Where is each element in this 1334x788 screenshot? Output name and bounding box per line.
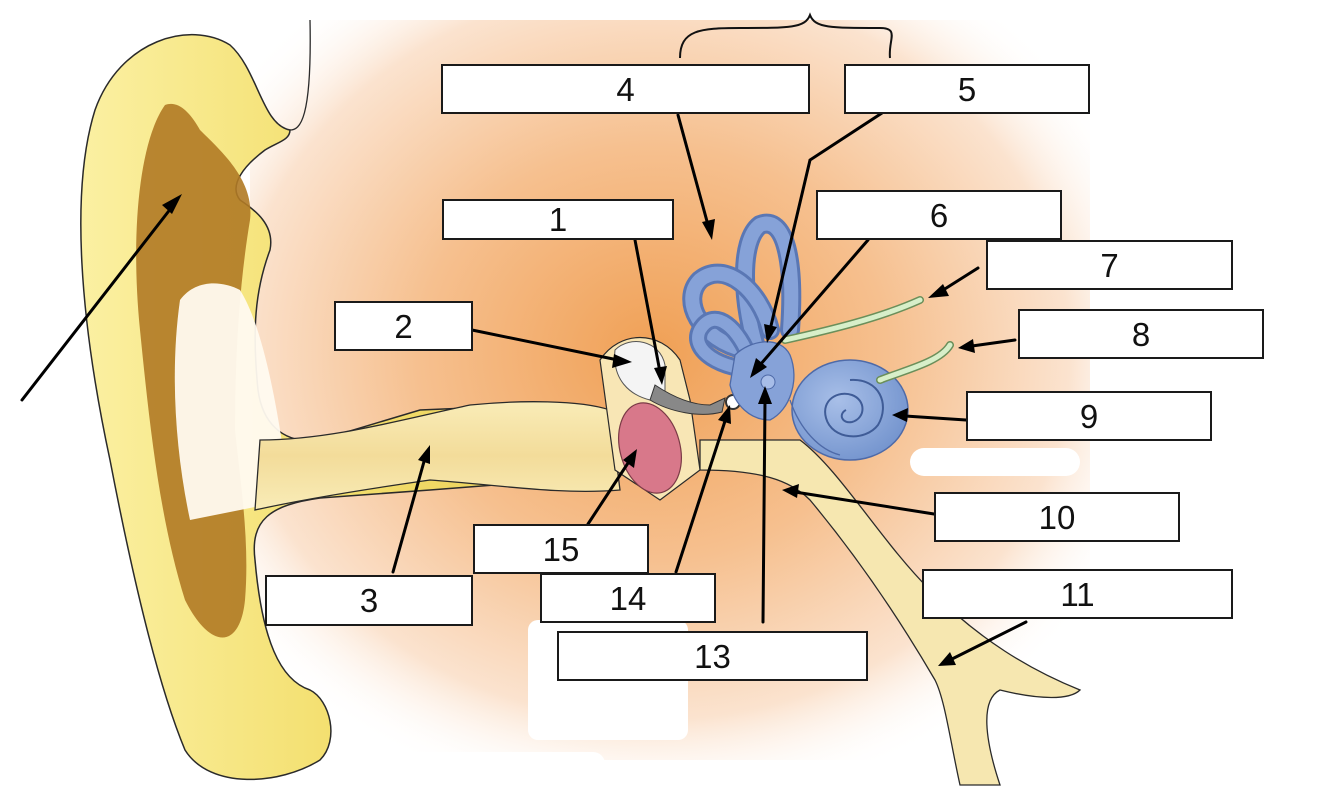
- label-box-8[interactable]: 8: [1018, 309, 1264, 359]
- label-box-13[interactable]: 13: [557, 631, 868, 681]
- eardrum: [618, 402, 682, 494]
- bracket: [679, 12, 893, 59]
- round-window: [760, 374, 776, 390]
- incus: [649, 384, 726, 415]
- label-box-9[interactable]: 9: [966, 391, 1212, 441]
- arrow-9: [903, 414, 968, 422]
- label-box-15[interactable]: 15: [473, 524, 649, 574]
- arrow-11: [948, 620, 1028, 662]
- cochlea: [789, 359, 909, 461]
- label-box-10[interactable]: 10: [934, 492, 1180, 542]
- semicircular-canals: [682, 213, 802, 379]
- label-box-11[interactable]: 11: [922, 569, 1233, 619]
- arrow-4: [676, 113, 710, 227]
- arrow-1: [633, 238, 662, 374]
- arrow-7: [938, 266, 980, 294]
- arrow-6: [758, 238, 870, 367]
- label-box-4[interactable]: 4: [441, 64, 810, 114]
- arrow-15: [586, 458, 632, 526]
- pointer-arrows: [20, 111, 1028, 666]
- arrow-14: [674, 416, 728, 574]
- ear-canal: [254, 401, 621, 511]
- skull-outline: [289, 19, 311, 131]
- arrow-2: [470, 328, 620, 362]
- label-box-6[interactable]: 6: [816, 190, 1062, 240]
- mask-blob-3: [405, 752, 605, 782]
- arrow-3: [391, 456, 427, 574]
- arrow-5: [768, 111, 884, 332]
- arrow-8: [970, 338, 1017, 348]
- arrow-10: [793, 490, 936, 516]
- label-box-3[interactable]: 3: [265, 575, 473, 626]
- nerves: [781, 296, 954, 384]
- arrow-pinna: [20, 201, 177, 402]
- arrow-13: [761, 398, 767, 624]
- label-box-14[interactable]: 14: [540, 573, 716, 623]
- label-box-5[interactable]: 5: [844, 64, 1090, 114]
- label-box-2[interactable]: 2: [334, 301, 473, 351]
- mask-blob-1: [910, 448, 1080, 476]
- label-box-1[interactable]: 1: [442, 199, 674, 240]
- label-box-7[interactable]: 7: [986, 240, 1233, 290]
